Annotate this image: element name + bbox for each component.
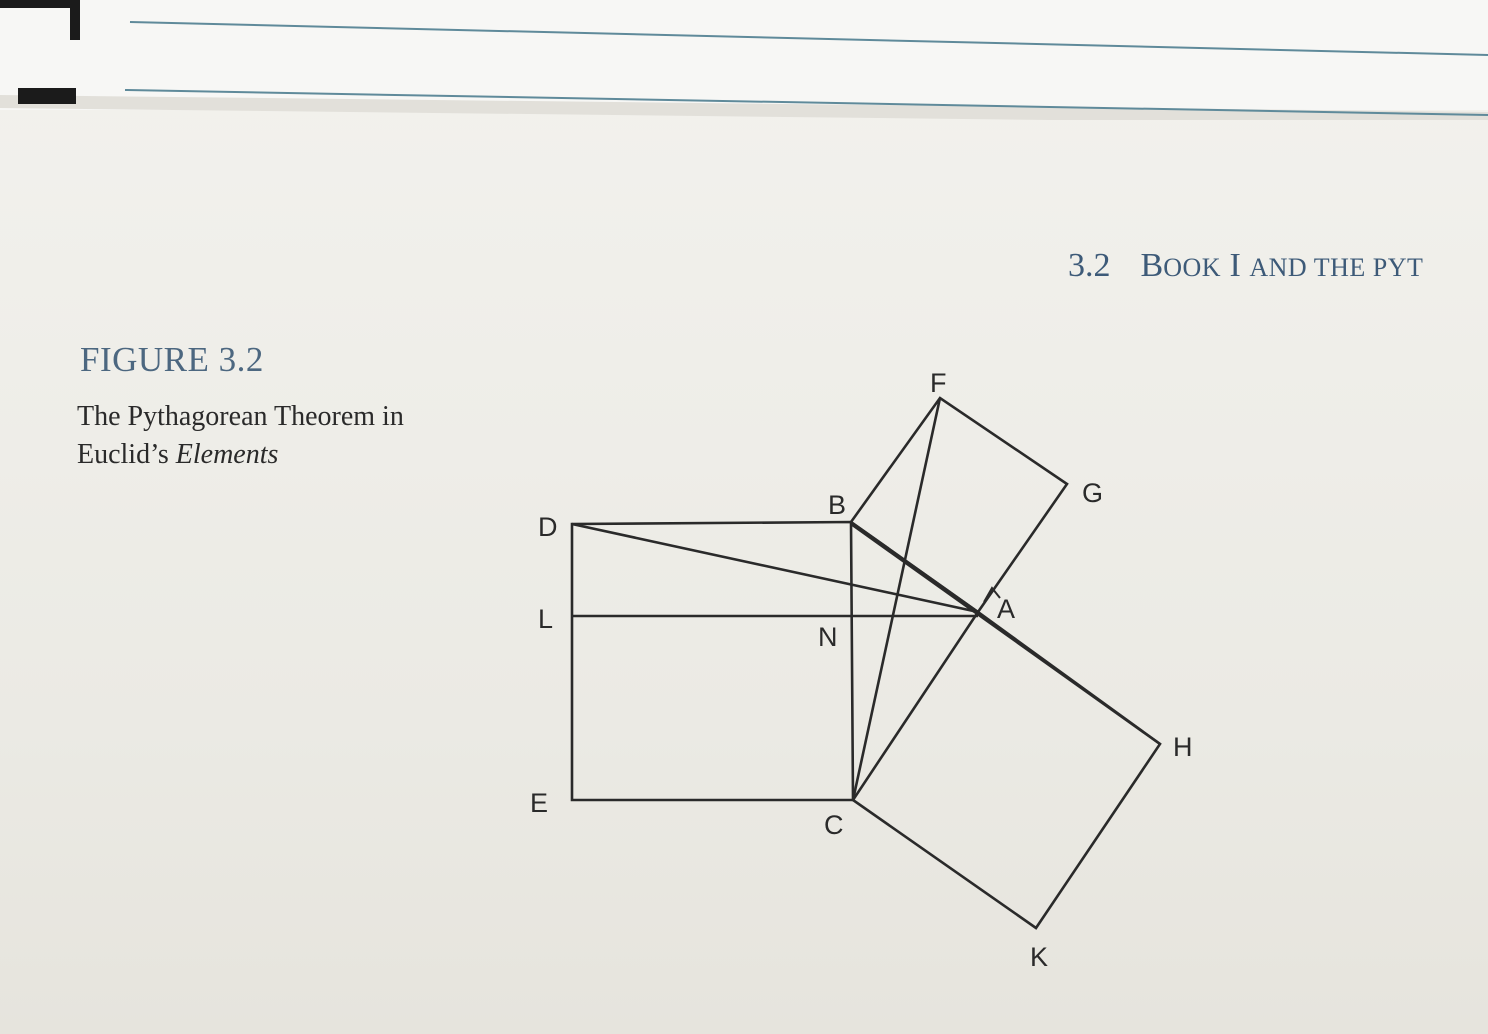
section-title-roman: I: [1229, 247, 1241, 284]
point-label-g: G: [1082, 478, 1103, 508]
point-label-c: C: [824, 810, 844, 840]
page-shadow: [0, 95, 1488, 120]
point-label-n: N: [818, 622, 838, 652]
section-number: 3.2: [1068, 247, 1111, 284]
point-label-f: F: [930, 368, 947, 398]
point-label-h: H: [1173, 732, 1193, 762]
running-head: 3.2 BOOK I AND THE PYT: [1068, 247, 1423, 285]
line-ba: [850, 520, 979, 614]
square-bcde: [570, 520, 855, 802]
point-label-k: K: [1030, 942, 1048, 972]
binder-mark-1: [0, 0, 75, 8]
previous-page-edge: [0, 0, 1488, 120]
line-bh: [850, 522, 1161, 746]
binder-mark-2: [70, 0, 80, 40]
line-da: [571, 522, 979, 614]
right-angle-mark: [983, 586, 1001, 603]
square-abfg: [849, 396, 1069, 614]
point-label-b: B: [828, 490, 846, 520]
rule-line-2: [124, 89, 1488, 116]
point-label-l: L: [538, 604, 553, 634]
caption-text: The Pythagorean Theorem in Euclid’s: [77, 401, 404, 470]
figure-label: FIGURE 3.2: [80, 340, 264, 379]
point-label-a: A: [997, 594, 1015, 624]
line-fc: [851, 397, 942, 801]
point-label-d: D: [538, 512, 558, 542]
figure-caption: The Pythagorean Theorem in Euclid’s Elem…: [77, 398, 497, 474]
caption-italic-text: Elements: [175, 439, 279, 470]
rule-line-1: [129, 21, 1488, 56]
section-title-initial: B: [1140, 247, 1164, 284]
point-label-e: E: [530, 788, 548, 818]
section-title-tail: AND THE PYT: [1249, 253, 1424, 282]
binder-mark-3: [18, 88, 76, 104]
square-acky: [851, 610, 1162, 930]
section-title-part: OOK: [1163, 253, 1222, 282]
